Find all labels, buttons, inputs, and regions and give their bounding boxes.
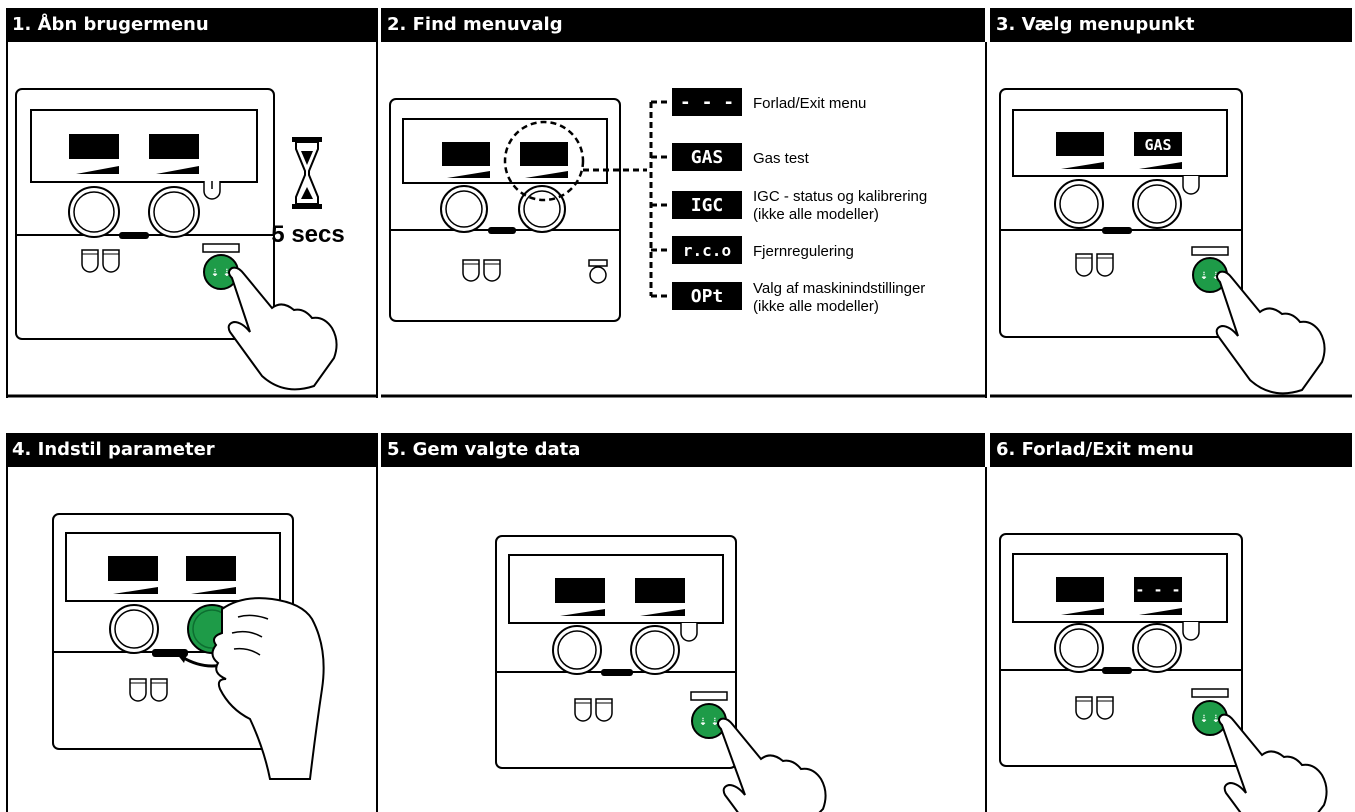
svg-text:OPt: OPt (691, 286, 724, 307)
svg-text:(ikke alle modeller): (ikke alle modeller) (753, 298, 879, 315)
left-display (442, 142, 490, 166)
svg-text:GAS: GAS (1144, 136, 1171, 154)
control-panel-device: ⇣ ⇣ (15, 88, 275, 340)
svg-text:⇣ ⇣: ⇣ ⇣ (1200, 714, 1220, 725)
wait-label: 5 secs (271, 221, 344, 248)
step-4-body (6, 467, 378, 812)
code-display (672, 191, 742, 219)
svg-text:GAS: GAS (691, 147, 724, 168)
svg-text:Forlad/Exit menu: Forlad/Exit menu (753, 95, 866, 112)
step-5-panel: 5. Gem valgte data (381, 433, 987, 812)
code-display (672, 236, 742, 264)
control-panel-device (389, 98, 621, 322)
menu-item-gas-test: GAS Gas test (672, 143, 810, 171)
step-3-title: 3. Vælg menupunkt (990, 8, 1352, 42)
control-panel-device: - - - ⇣ ⇣ (999, 533, 1243, 767)
svg-text:Fjernregulering: Fjernregulering (753, 243, 854, 260)
left-display (69, 134, 119, 159)
step-2-title: 2. Find menuvalg (381, 8, 985, 42)
step-1-panel: 1. Åbn brugermenu (6, 8, 378, 398)
code-display (672, 88, 742, 116)
svg-text:IGC: IGC (691, 195, 724, 216)
right-knob (148, 186, 200, 238)
right-display (1134, 132, 1182, 156)
left-display (1056, 132, 1104, 156)
menu-item-igc: IGC IGC - status og kalibrering (ikke al… (672, 188, 927, 223)
control-panel-device: GAS ⇣ ⇣ (999, 88, 1243, 338)
step-1-body: ⇣ ⇣ 5 secs (6, 42, 378, 398)
menu-item-options: OPt Valg af maskinindstillinger (ikke al… (672, 280, 925, 315)
pointing-hand-icon (1218, 713, 1328, 812)
step-5-body: ⇣ ⇣ (381, 467, 987, 812)
hand-turning-icon (211, 597, 325, 780)
svg-text:- - -: - - - (680, 92, 734, 113)
step-4-panel: 4. Indstil parameter (6, 433, 378, 812)
hourglass-icon (292, 137, 322, 209)
step-3-panel: 3. Vælg menupunkt GAS (990, 8, 1352, 398)
step-6-body: - - - ⇣ ⇣ (990, 467, 1352, 812)
highlight-circle (503, 120, 585, 202)
step-1-title: 1. Åbn brugermenu (6, 8, 378, 42)
svg-text:r.c.o: r.c.o (683, 241, 731, 260)
step-4-title: 4. Indstil parameter (6, 433, 378, 467)
code-display (672, 143, 742, 171)
code-display (672, 282, 742, 310)
step-5-title: 5. Gem valgte data (381, 433, 985, 467)
svg-text:⇣ ⇣: ⇣ ⇣ (699, 717, 719, 728)
svg-text:IGC - status og kalibrering: IGC - status og kalibrering (753, 188, 927, 205)
right-display (149, 134, 199, 159)
control-panel-device: ⇣ ⇣ (495, 535, 737, 769)
left-knob (68, 186, 120, 238)
step-2-panel: 2. Find menuvalg (381, 8, 987, 398)
svg-text:Valg af maskinindstillinger: Valg af maskinindstillinger (753, 280, 925, 297)
step-6-panel: 6. Forlad/Exit menu - - - (990, 433, 1352, 812)
svg-text:⇣ ⇣: ⇣ ⇣ (211, 268, 231, 279)
step-3-body: GAS ⇣ ⇣ (990, 42, 1352, 398)
svg-text:⇣ ⇣: ⇣ ⇣ (1200, 271, 1220, 282)
pointing-hand-icon (717, 717, 827, 812)
pointing-hand-icon (1215, 270, 1326, 395)
step-6-title: 6. Forlad/Exit menu (990, 433, 1352, 467)
svg-text:- - -: - - - (1135, 581, 1180, 599)
svg-text:Gas test: Gas test (753, 150, 810, 167)
right-display (520, 142, 568, 166)
menu-item-remote: r.c.o Fjernregulering (672, 236, 854, 264)
menu-item-exit: - - - Forlad/Exit menu (672, 88, 866, 116)
control-panel-device (52, 513, 294, 750)
step-2-body: - - - Forlad/Exit menu GAS Gas test IGC … (381, 42, 987, 398)
pointing-hand-icon (227, 266, 338, 391)
svg-text:(ikke alle modeller): (ikke alle modeller) (753, 206, 879, 223)
